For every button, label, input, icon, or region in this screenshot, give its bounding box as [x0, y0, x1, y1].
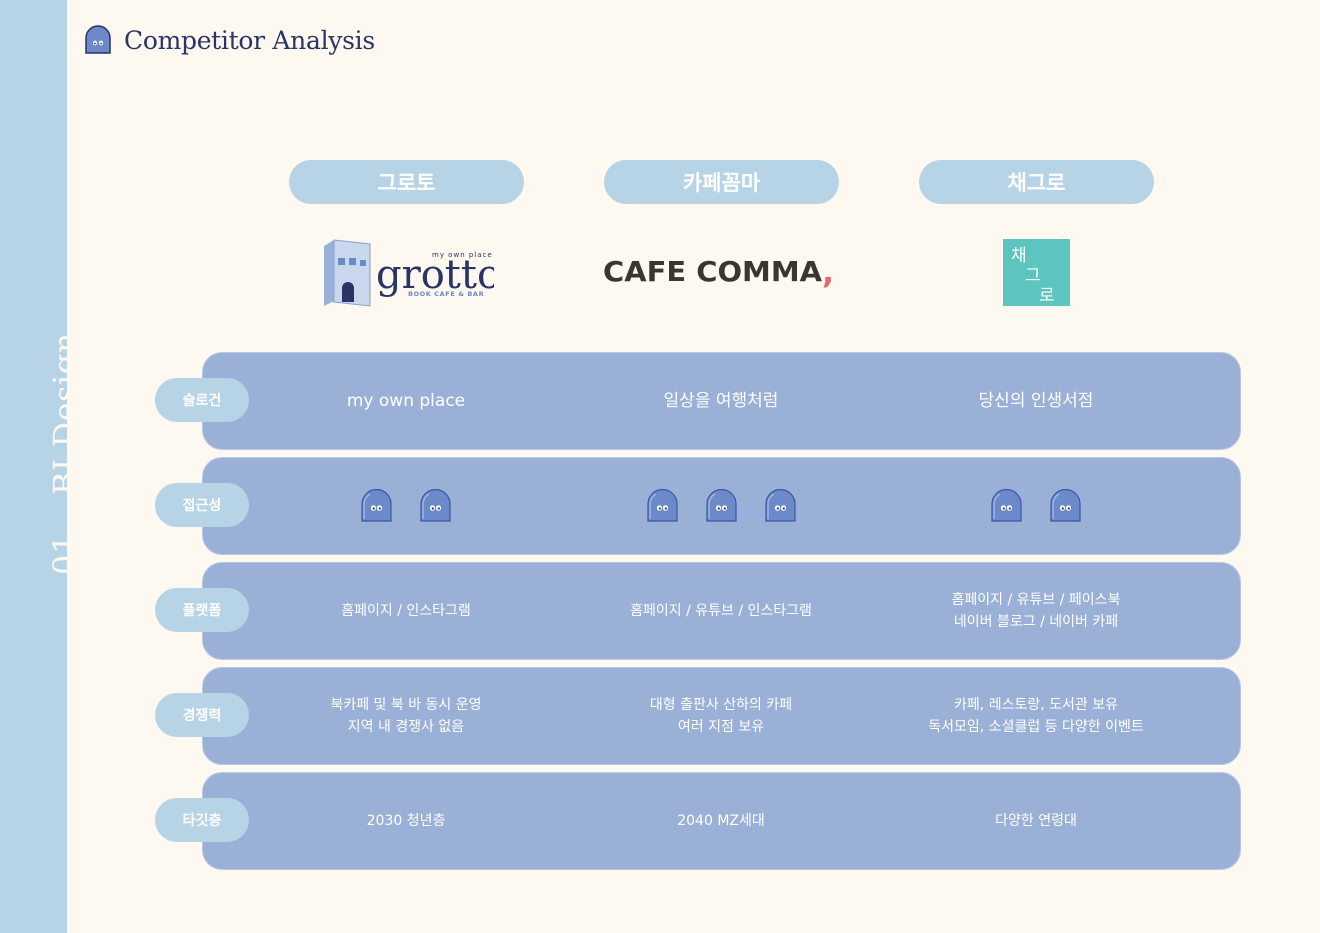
page-title: Competitor Analysis	[124, 25, 375, 55]
cell-text: 홈페이지 / 유튜브 / 페이스북	[951, 592, 1121, 608]
chaegro-logo: 채 그 로	[1003, 239, 1070, 306]
cell-text: 홈페이지 / 유튜브 / 인스타그램	[630, 603, 812, 619]
chaegro-char-1: 채	[1011, 246, 1027, 266]
header: Competitor Analysis	[84, 20, 375, 60]
ghost-icon	[705, 489, 737, 522]
brand-pill-chaegro: 채그로	[919, 160, 1154, 204]
cell-text: 카페, 레스토랑, 도서관 보유	[954, 697, 1118, 713]
brand-pill-cafecomma: 카페꼼마	[604, 160, 839, 204]
ghost-icon	[646, 489, 678, 522]
cell-accessibility-cafecomma	[571, 457, 871, 555]
cell-slogan-cafecomma: 일상을 여행처럼	[571, 352, 871, 450]
section-number: 01	[46, 533, 84, 575]
cell-text: 대형 출판사 산하의 카페	[649, 697, 793, 713]
ghost-icon	[1050, 489, 1081, 522]
row-label-platform: 플랫폼	[155, 588, 249, 632]
cafecomma-logo: CAFE COMMA ,	[603, 253, 834, 291]
sidebar: 01 BI Design	[0, 0, 84, 933]
chaegro-char-2: 그	[1025, 266, 1041, 286]
cell-target-cafecomma: 2040 MZ세대	[571, 772, 871, 870]
cell-text: 네이버 블로그 / 네이버 카페	[953, 614, 1119, 630]
cell-text: 2030 청년층	[366, 813, 446, 829]
section-title: BI Design	[46, 332, 84, 496]
row-label-target: 타깃층	[155, 798, 249, 842]
cell-text: 여러 지점 보유	[677, 719, 765, 735]
ghost-icon	[764, 489, 796, 522]
ghost-rating	[990, 489, 1082, 523]
cell-platform-cafecomma: 홈페이지 / 유튜브 / 인스타그램	[571, 562, 871, 660]
row-label-competitiveness: 경쟁력	[155, 693, 249, 737]
row-slogan	[202, 352, 1241, 450]
grotto-subtitle: BOOK CAFE & BAR	[408, 290, 484, 298]
grotto-logo: my own place grotto BOOK CAFE & BAR	[324, 239, 494, 307]
cell-accessibility-chaegro	[886, 457, 1186, 555]
brand-pill-grotto: 그로토	[289, 160, 524, 204]
comma-mark: ,	[822, 253, 834, 291]
cell-text: 독서모임, 소셜클럽 등 다양한 이벤트	[928, 719, 1144, 735]
row-competitiveness	[202, 667, 1241, 765]
cell-text: 당신의 인생서점	[978, 391, 1094, 411]
cell-text: 북카페 및 북 바 동시 운영	[330, 697, 482, 713]
cell-text: 홈페이지 / 인스타그램	[341, 603, 471, 619]
cell-text: 지역 내 경쟁사 없음	[347, 719, 465, 735]
cell-text: 일상을 여행처럼	[663, 391, 779, 411]
section-label: 01 BI Design	[46, 332, 84, 575]
cell-text: 2040 MZ세대	[677, 813, 765, 829]
grotto-wordmark: grotto	[376, 252, 494, 298]
cell-accessibility-grotto	[256, 457, 556, 555]
cell-slogan-chaegro: 당신의 인생서점	[886, 352, 1186, 450]
cell-slogan-grotto: my own place	[256, 352, 556, 450]
row-label-slogan: 슬로건	[155, 378, 249, 422]
ghost-rating	[360, 489, 452, 523]
cell-target-chaegro: 다양한 연령대	[886, 772, 1186, 870]
row-label-accessibility: 접근성	[155, 483, 249, 527]
row-target	[202, 772, 1241, 870]
cell-text: 다양한 연령대	[995, 813, 1077, 829]
ghost-icon	[991, 489, 1022, 522]
chaegro-char-3: 로	[1039, 286, 1055, 306]
cell-target-grotto: 2030 청년층	[256, 772, 556, 870]
ghost-icon	[420, 489, 451, 522]
grotto-tagline: my own place	[432, 251, 493, 259]
cell-platform-grotto: 홈페이지 / 인스타그램	[256, 562, 556, 660]
ghost-icon	[85, 25, 111, 54]
ghost-rating	[646, 489, 797, 523]
row-platform	[202, 562, 1241, 660]
cell-text: my own place	[346, 391, 466, 411]
cafecomma-wordmark: CAFE COMMA	[603, 255, 822, 288]
ghost-icon	[361, 489, 392, 522]
